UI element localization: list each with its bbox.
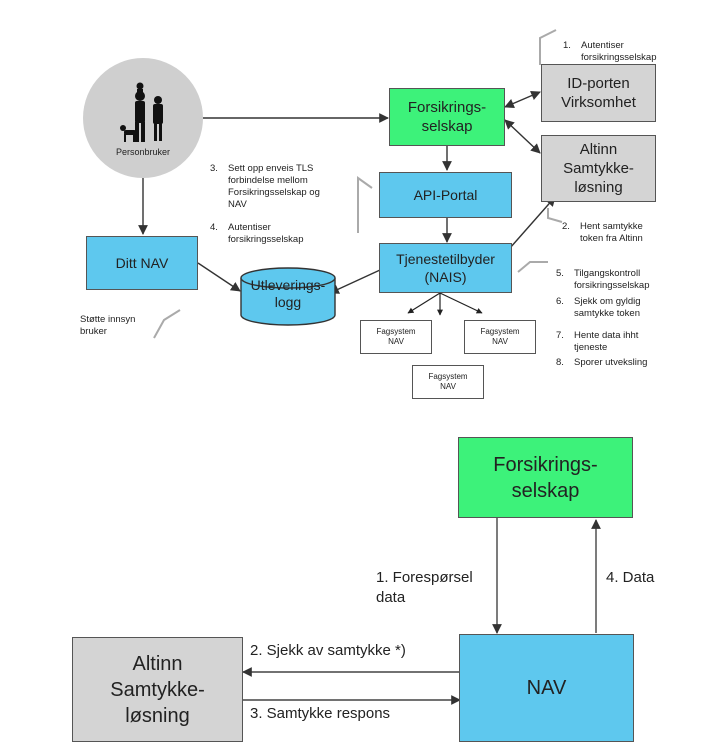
note-4: 4.Autentiser forsikringsselskap <box>210 222 304 245</box>
bottom-forsikringsselskap-box: Forsikrings- selskap <box>458 437 633 518</box>
nais-box: Tjenestetilbyder (NAIS) <box>379 243 512 293</box>
fagsystem-box-2: Fagsystem NAV <box>464 320 536 354</box>
idporten-box: ID-porten Virksomhet <box>541 64 656 122</box>
note-8: 8.Sporer utveksling <box>556 357 648 368</box>
note-5: 5.Tilgangskontroll forsikringsselskap <box>556 268 650 291</box>
person-label: Personbruker <box>115 147 171 157</box>
family-icon <box>120 82 163 142</box>
innsyn-note: Støtte innsyn bruker <box>80 314 136 337</box>
note-1: 1.Autentiser forsikringsselskap <box>563 40 657 63</box>
bottom-altinn-box: Altinn Samtykke- løsning <box>72 637 243 742</box>
fagsystem-box-1: Fagsystem NAV <box>360 320 432 354</box>
note-6: 6.Sjekk om gyldig samtykke token <box>556 296 641 319</box>
fagsystem-box-3: Fagsystem NAV <box>412 365 484 399</box>
step-1-label: 1. Forespørsel data <box>376 569 473 606</box>
forsikringsselskap-box: Forsikrings- selskap <box>389 88 505 146</box>
note-3: 3.Sett opp enveis TLS forbindelse mellom… <box>210 163 320 210</box>
note-7: 7.Hente data ihht tjeneste <box>556 330 639 353</box>
bottom-nav-box: NAV <box>459 634 634 742</box>
log-label: Utleverings- logg <box>250 277 326 310</box>
altinn-box: Altinn Samtykke- løsning <box>541 135 656 202</box>
ditt-nav-box: Ditt NAV <box>86 236 198 290</box>
step-3-label: 3. Samtykke respons <box>250 705 391 722</box>
step-4-label: 4. Data <box>606 569 655 586</box>
api-portal-box: API-Portal <box>379 172 512 218</box>
note-2: 2.Hent samtykke token fra Altinn <box>562 221 643 244</box>
step-2-label: 2. Sjekk av samtykke *) <box>250 642 406 659</box>
